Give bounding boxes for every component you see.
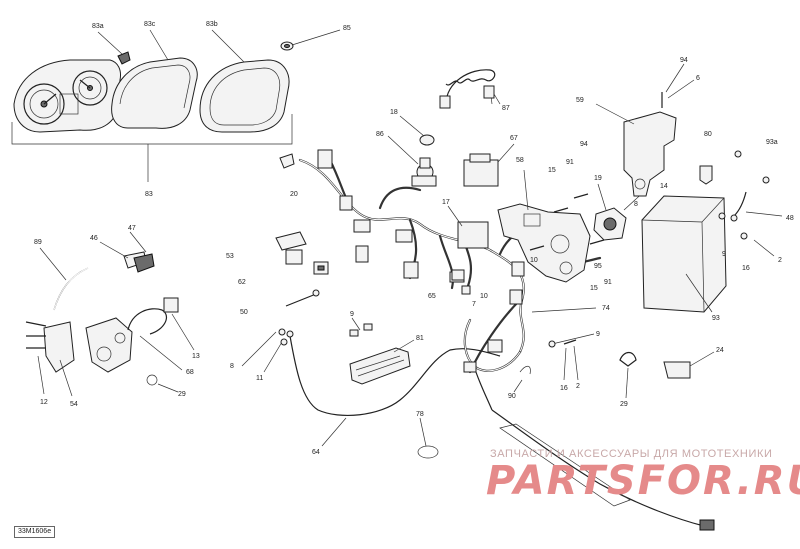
callout-64: 64 <box>312 449 320 456</box>
callout-91-top: 91 <box>566 159 574 166</box>
battery-bracket <box>595 63 695 197</box>
callout-83: 83 <box>145 191 153 198</box>
callout-74: 74 <box>602 305 610 312</box>
callout-93: 93 <box>712 315 720 322</box>
rear-light-assembly <box>25 297 195 397</box>
starter-solenoid <box>593 183 649 241</box>
callout-8-left: 8 <box>230 363 234 370</box>
long-ground-cable <box>241 328 501 447</box>
main-wiring-harness <box>275 149 602 374</box>
vent-hose <box>39 247 89 311</box>
callout-53: 53 <box>226 253 234 260</box>
callout-54: 54 <box>70 401 78 408</box>
callout-93a: 93a <box>766 139 778 146</box>
callout-47: 47 <box>128 225 136 232</box>
callout-labels: 83a 83c 83b 85 94 6 59 87 18 86 67 58 91… <box>34 21 794 456</box>
callout-6: 6 <box>696 75 700 82</box>
callout-94-mid: 94 <box>580 141 588 148</box>
callout-19: 19 <box>594 175 602 182</box>
callout-10-right: 10 <box>530 257 538 264</box>
callout-85: 85 <box>343 25 351 32</box>
control-module-housing <box>497 169 605 283</box>
callout-81: 81 <box>416 335 424 342</box>
callout-12: 12 <box>40 399 48 406</box>
callout-67: 67 <box>510 135 518 142</box>
callout-86: 86 <box>376 131 384 138</box>
callout-17: 17 <box>442 199 450 206</box>
battery-terminals <box>699 150 783 257</box>
mounting-clamps <box>619 351 715 399</box>
callout-59: 59 <box>576 97 584 104</box>
callout-50: 50 <box>240 309 248 316</box>
callout-9-lower: 9 <box>596 331 600 338</box>
callout-29-left: 29 <box>178 391 186 398</box>
callout-95: 95 <box>594 263 602 270</box>
gauge-cluster-assembly <box>11 29 341 182</box>
callout-83b: 83b <box>206 21 218 28</box>
callout-16-lower: 16 <box>560 385 568 392</box>
voltage-regulator <box>349 317 415 385</box>
callout-11: 11 <box>256 375 263 382</box>
callout-15-mid: 15 <box>590 285 598 292</box>
relay <box>463 143 515 187</box>
callout-13: 13 <box>192 353 200 360</box>
diagram-reference-code: 33M1606e <box>14 526 56 538</box>
callout-65: 65 <box>428 293 436 300</box>
watermark-brand-logo: PARTSFOR.RU <box>486 458 800 504</box>
small-modules <box>99 231 155 273</box>
callout-2-right: 2 <box>778 257 782 264</box>
callout-62: 62 <box>238 279 246 286</box>
sensor-cable <box>491 409 715 531</box>
callout-48: 48 <box>786 215 794 222</box>
secondary-harness <box>463 307 597 411</box>
callout-9-right: 9 <box>722 251 726 258</box>
callout-14: 14 <box>660 183 668 190</box>
callout-20: 20 <box>290 191 298 198</box>
callout-10-mid: 10 <box>480 293 488 300</box>
watermark-tagline: ЗАПЧАСТИ И АКСЕССУАРЫ ДЛЯ МОТОТЕХНИКИ <box>490 448 773 460</box>
callout-24: 24 <box>716 347 724 354</box>
callout-89: 89 <box>34 239 42 246</box>
callout-58: 58 <box>516 157 524 164</box>
callout-83c: 83c <box>144 21 156 28</box>
callout-9-center: 9 <box>350 311 354 318</box>
coiled-cable <box>439 69 501 109</box>
callout-8-right: 8 <box>634 201 638 208</box>
callout-15-top: 15 <box>548 167 556 174</box>
callout-18: 18 <box>390 109 398 116</box>
callout-68: 68 <box>186 369 194 376</box>
callout-83a: 83a <box>92 23 104 30</box>
battery <box>641 195 727 313</box>
fuse-box <box>447 205 489 249</box>
callout-7: 7 <box>472 301 476 308</box>
ignition-switch <box>387 115 437 187</box>
callout-87: 87 <box>502 105 510 112</box>
callout-78: 78 <box>416 411 424 418</box>
callout-90: 90 <box>508 393 516 400</box>
callout-29-right: 29 <box>620 401 628 408</box>
callout-91-mid: 91 <box>604 279 612 286</box>
callout-2-lower: 2 <box>576 383 580 390</box>
callout-16-right: 16 <box>742 265 750 272</box>
grommet-78 <box>417 417 439 459</box>
callout-46: 46 <box>90 235 98 242</box>
callout-80: 80 <box>704 131 712 138</box>
callout-94-top: 94 <box>680 57 688 64</box>
